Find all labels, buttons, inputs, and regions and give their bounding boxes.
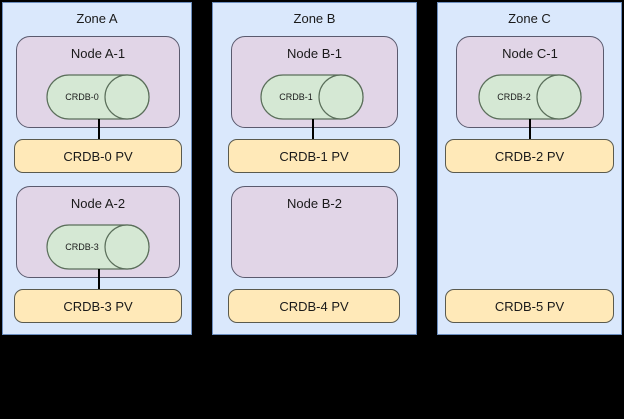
pv-box-crdb-5: CRDB-5 PV <box>445 289 614 323</box>
database-cylinder-crdb-1: CRDB-1 <box>260 74 364 120</box>
database-cylinder-crdb-0: CRDB-0 <box>46 74 150 120</box>
node-title-a-1: Node A-1 <box>70 46 126 61</box>
zone-title-a: Zone A <box>76 11 118 26</box>
connector-crdb-1-to-pv <box>312 119 314 140</box>
node-title-b-2: Node B-2 <box>287 196 342 211</box>
connector-crdb-3-to-pv <box>98 269 100 290</box>
zone-title-c: Zone C <box>508 11 551 26</box>
connector-crdb-2-to-pv <box>529 119 531 140</box>
pv-box-crdb-2: CRDB-2 PV <box>445 139 614 173</box>
connector-crdb-0-to-pv <box>98 119 100 140</box>
pv-box-crdb-0: CRDB-0 PV <box>14 139 182 173</box>
database-cylinder-crdb-3: CRDB-3 <box>46 224 150 270</box>
node-box-b-2: Node B-2 <box>231 186 398 278</box>
node-title-b-1: Node B-1 <box>287 46 342 61</box>
node-title-c-1: Node C-1 <box>502 46 558 61</box>
node-title-a-2: Node A-2 <box>70 196 126 211</box>
pv-box-crdb-1: CRDB-1 PV <box>228 139 400 173</box>
database-cylinder-crdb-2: CRDB-2 <box>478 74 582 120</box>
zone-title-b: Zone B <box>293 11 336 26</box>
pv-box-crdb-3: CRDB-3 PV <box>14 289 182 323</box>
pv-box-crdb-4: CRDB-4 PV <box>228 289 400 323</box>
